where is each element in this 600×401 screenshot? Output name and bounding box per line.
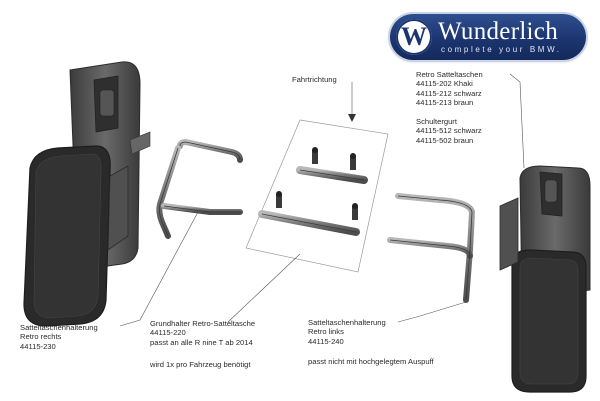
strap-title: Schultergurt	[416, 117, 457, 126]
logo-badge-w: W	[396, 19, 432, 55]
holder-right-rail-illustration	[156, 139, 243, 239]
saddlebags-brown: 44115-213 braun	[416, 98, 474, 108]
strap-black: 44115-512 schwarz	[416, 126, 482, 136]
base-holder-bars-illustration	[258, 147, 368, 236]
wunderlich-logo: W Wunderlich complete your BMW.	[390, 14, 586, 60]
holder-left-part: 44115-240	[308, 336, 344, 346]
base-title: Grundhalter Retro-Satteltasche	[150, 319, 256, 328]
label-base-holder: Grundhalter Retro-Satteltasche 44115-220…	[150, 319, 255, 347]
callout-holder-left	[397, 301, 467, 323]
holder-right-side: Retro rechts	[20, 332, 62, 342]
saddlebags-khaki: 44115-202 Khaki	[416, 79, 473, 89]
logo-brand-name: Wunderlich	[438, 18, 559, 45]
callout-holder-right	[119, 211, 199, 327]
base-holder-outline	[245, 119, 389, 273]
logo-tagline: complete your BMW.	[441, 45, 562, 54]
saddlebags-black: 44115-212 schwarz	[416, 88, 482, 98]
holder-left-side: Retro links	[308, 327, 344, 337]
left-saddlebag-illustration	[23, 61, 151, 327]
right-saddlebag-illustration	[499, 165, 591, 393]
strap-brown: 44115-502 braun	[416, 135, 474, 145]
holder-right-part: 44115-230	[20, 341, 56, 351]
callout-base	[227, 253, 301, 323]
direction-arrow	[348, 114, 356, 122]
holder-right-title: Satteltaschenhalterung	[20, 323, 98, 332]
callout-bags	[509, 73, 525, 169]
base-fit: passt an alle R nine T ab 2014	[150, 337, 253, 347]
saddlebags-title: Retro Satteltaschen	[416, 70, 483, 79]
label-exhaust-note: passt nicht mit hochgelegtem Auspuff	[308, 357, 434, 366]
label-shoulder-strap: Schultergurt 44115-512 schwarz 44115-502…	[416, 117, 482, 145]
label-saddlebags: Retro Satteltaschen 44115-202 Khaki 4411…	[416, 70, 483, 108]
label-base-note: wird 1x pro Fahrzeug benötigt	[150, 360, 251, 369]
label-holder-left: Satteltaschenhalterung Retro links 44115…	[308, 318, 386, 346]
holder-right-rail-edge	[158, 141, 241, 237]
holder-left-title: Satteltaschenhalterung	[308, 318, 386, 327]
label-direction: Fahrtrichtung	[292, 75, 337, 84]
callout-lines	[119, 73, 525, 327]
base-part: 44115-220	[150, 328, 186, 338]
holder-left-rail-edge	[389, 195, 473, 301]
label-holder-right: Satteltaschenhalterung Retro rechts 4411…	[20, 323, 98, 351]
